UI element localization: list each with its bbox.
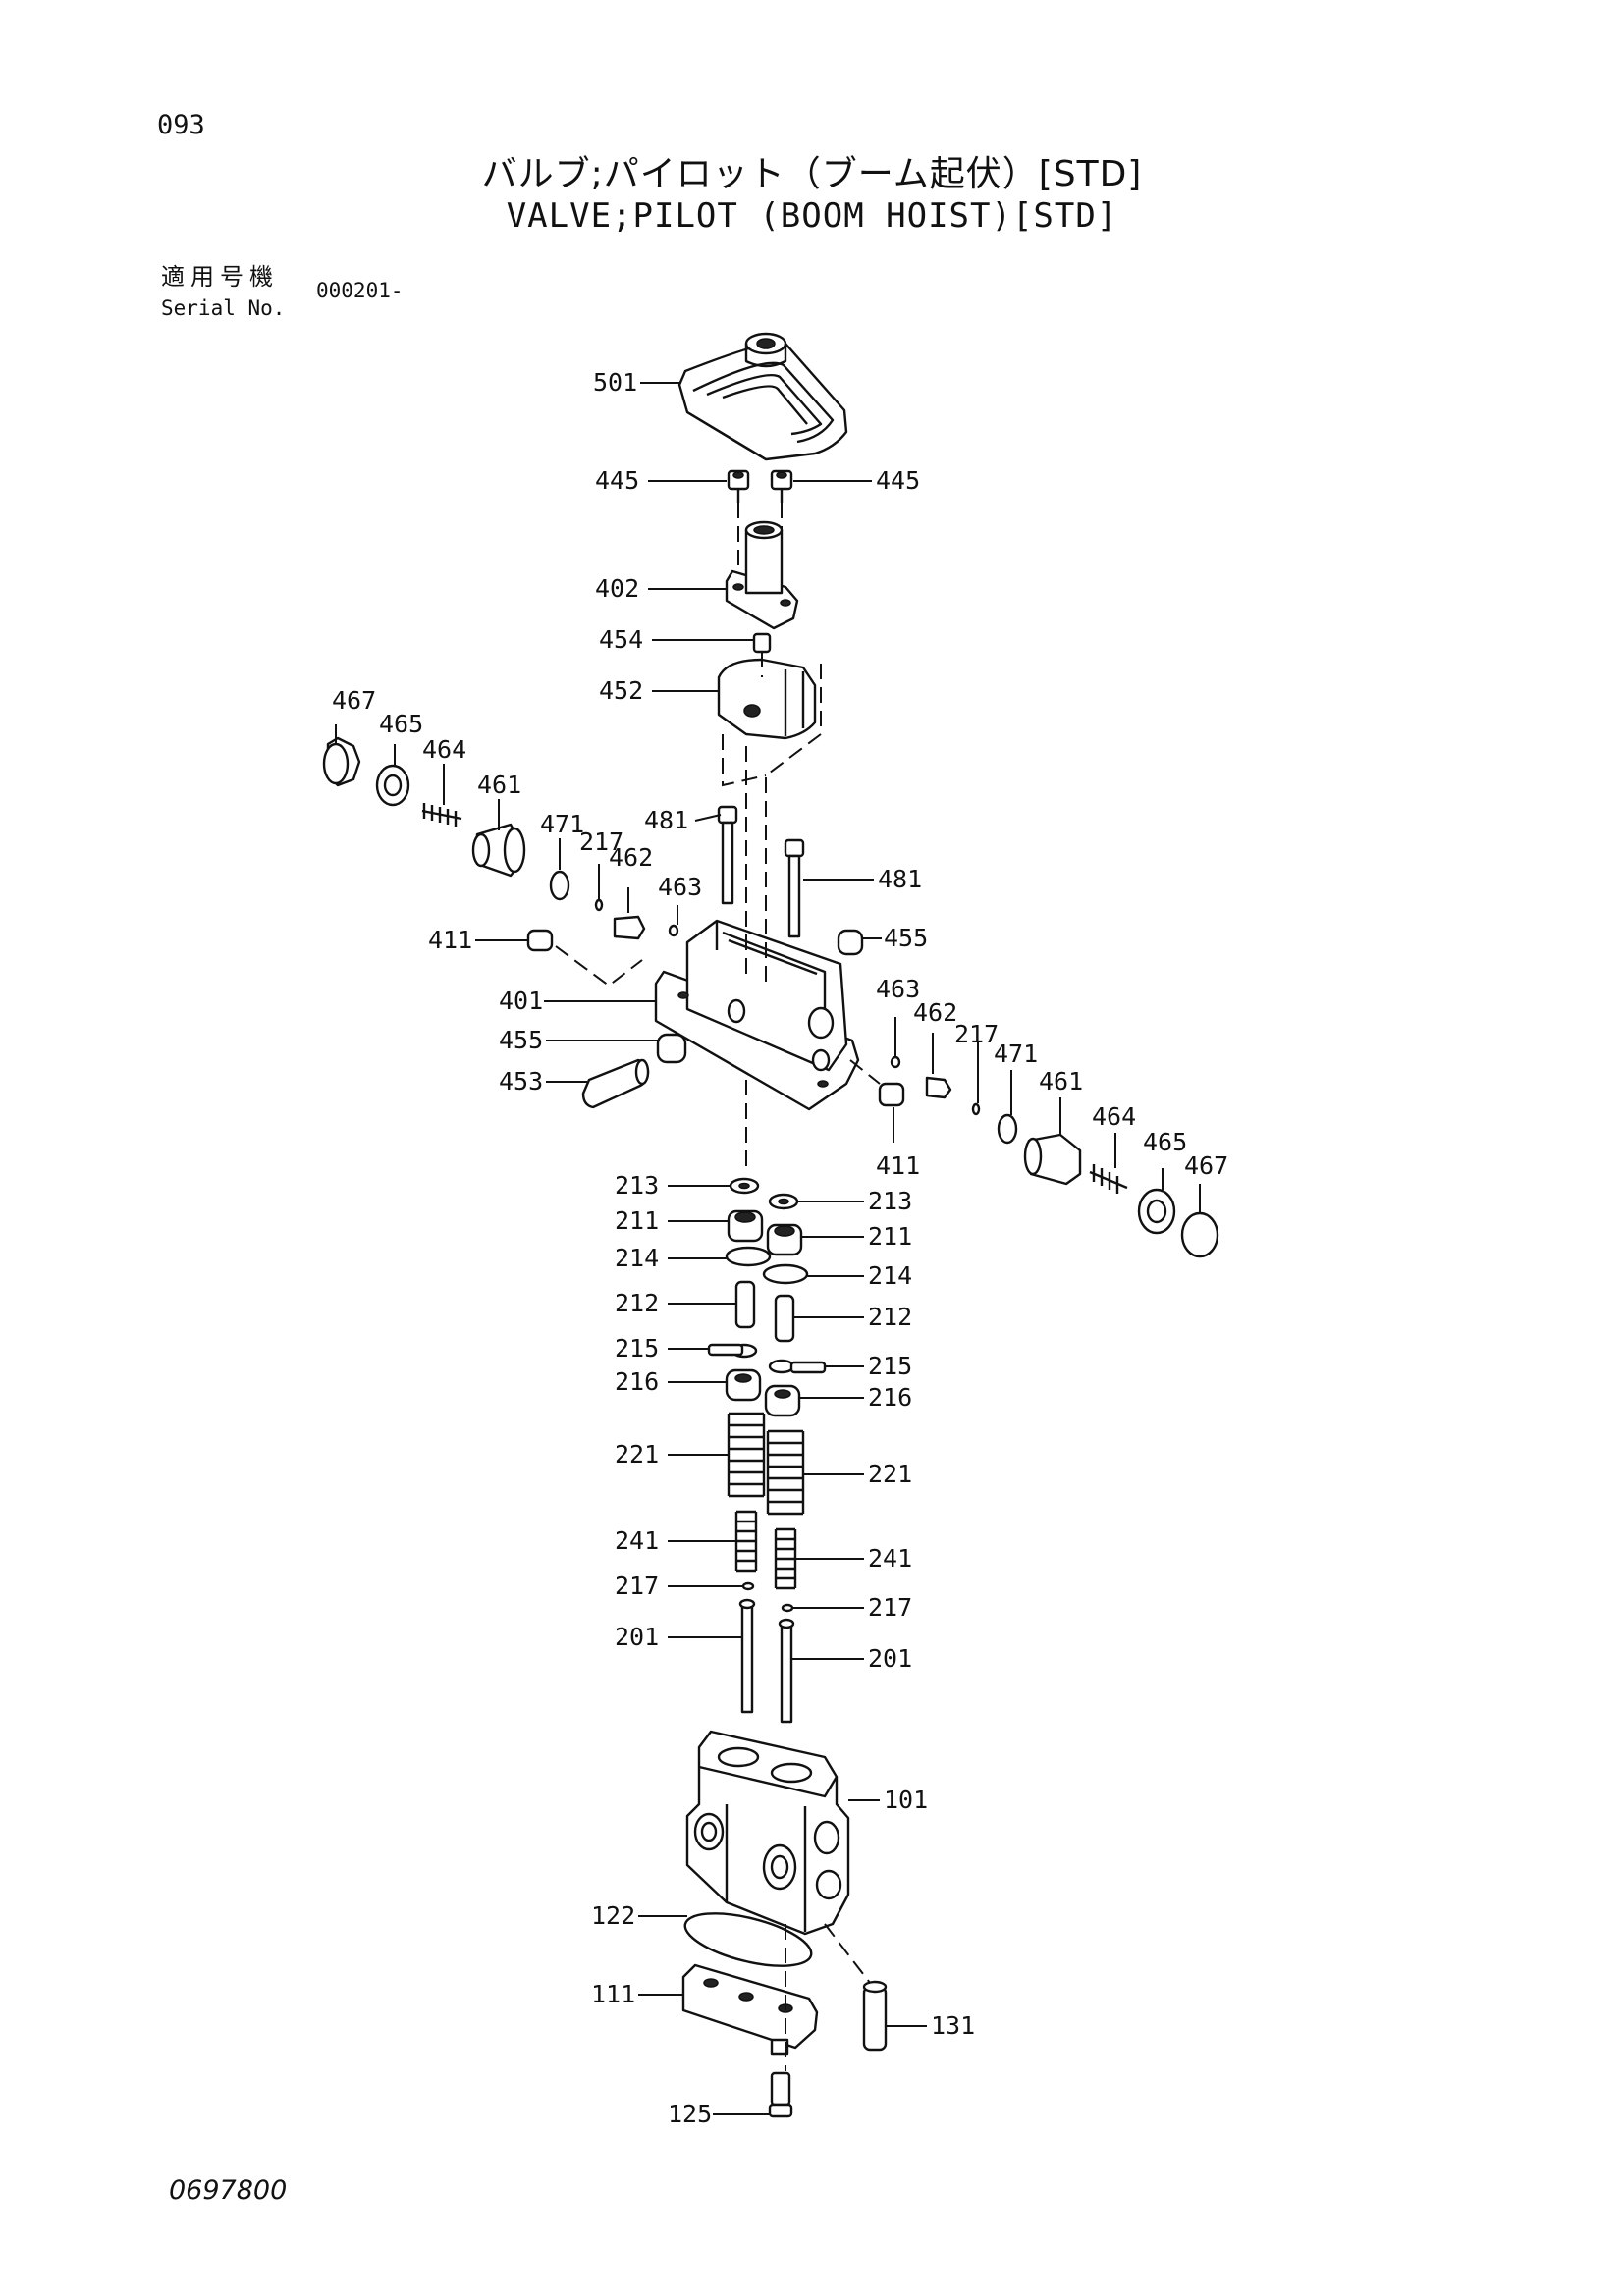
label-215-left: 215 (615, 1334, 659, 1362)
label-454: 454 (599, 625, 643, 654)
part-101-body (685, 1730, 850, 1936)
serial-number-value: 000201- (316, 279, 404, 302)
part-left-plunger-stack (707, 1177, 772, 1714)
label-201-right: 201 (868, 1644, 912, 1673)
part-401-casing (654, 919, 860, 1111)
part-411-plugs (526, 929, 905, 1107)
label-217-right: 217 (954, 1020, 999, 1048)
label-212-left: 212 (615, 1289, 659, 1317)
part-drawings (322, 332, 1219, 2118)
part-right-plunger-stack (762, 1193, 827, 1724)
label-111: 111 (591, 1980, 635, 2008)
label-467-right: 467 (1184, 1151, 1228, 1180)
page-number: 093 (157, 110, 205, 140)
label-101: 101 (884, 1786, 928, 1814)
label-125: 125 (668, 2100, 712, 2128)
label-217-left: 217 (579, 828, 623, 856)
label-453: 453 (499, 1067, 543, 1095)
label-462-right: 462 (913, 998, 957, 1027)
label-467-left: 467 (332, 686, 376, 715)
part-111-plate (681, 1963, 819, 2056)
part-481-bolts (717, 805, 805, 938)
label-241-right: 241 (868, 1544, 912, 1573)
label-213-right: 213 (868, 1187, 912, 1215)
label-455-left: 455 (499, 1026, 543, 1054)
label-471-left: 471 (540, 810, 584, 838)
label-465-left: 465 (379, 710, 423, 738)
label-221-right: 221 (868, 1460, 912, 1488)
part-right-port-stack (890, 1055, 1219, 1258)
label-481-right: 481 (878, 865, 922, 893)
part-445-bolts (727, 469, 793, 503)
label-201-left: 201 (615, 1623, 659, 1651)
label-462-left: 462 (609, 843, 653, 872)
label-212-right: 212 (868, 1303, 912, 1331)
label-221-left: 221 (615, 1440, 659, 1468)
callout-labels: 501 445 445 402 454 452 467 465 464 461 … (332, 368, 1228, 2128)
label-461-right: 461 (1039, 1067, 1083, 1095)
label-501: 501 (593, 368, 637, 397)
label-214-left: 214 (615, 1244, 659, 1272)
leader-lines (335, 382, 1201, 2115)
label-402: 402 (595, 574, 639, 603)
part-455-plugs (656, 929, 864, 1064)
label-411-right: 411 (876, 1151, 920, 1180)
part-501-boot (677, 332, 848, 461)
label-463-left: 463 (658, 873, 702, 901)
label-215-right: 215 (868, 1352, 912, 1380)
label-461-left: 461 (477, 771, 521, 799)
label-445-left: 445 (595, 466, 639, 495)
label-471-right: 471 (994, 1040, 1038, 1068)
label-464-right: 464 (1092, 1102, 1136, 1131)
part-452-cam (717, 658, 817, 740)
label-481-left: 481 (644, 806, 688, 834)
label-401: 401 (499, 987, 543, 1015)
label-411-left: 411 (428, 926, 472, 954)
part-125-plug (768, 2071, 793, 2118)
label-216-right: 216 (868, 1383, 912, 1412)
serial-label-english: Serial No. (161, 296, 286, 320)
serial-label-japanese: 適用号機 (161, 263, 279, 291)
document-code: 0697800 (169, 2175, 288, 2206)
label-217-col-left: 217 (615, 1572, 659, 1600)
label-217-col-right: 217 (868, 1593, 912, 1622)
label-213-left: 213 (615, 1171, 659, 1200)
label-211-right: 211 (868, 1222, 912, 1251)
part-left-port-stack (322, 736, 679, 940)
part-454-pin (752, 632, 772, 654)
label-445-right: 445 (876, 466, 920, 495)
label-241-left: 241 (615, 1526, 659, 1555)
title-english: VALVE;PILOT (BOOM HOIST)[STD] (506, 196, 1118, 236)
part-402-plate (725, 520, 799, 630)
label-131: 131 (931, 2011, 975, 2040)
label-211-left: 211 (615, 1206, 659, 1235)
label-455-right: 455 (884, 924, 928, 952)
label-464-left: 464 (422, 735, 466, 764)
part-131-pin (862, 1980, 888, 2052)
label-214-right: 214 (868, 1261, 912, 1290)
part-453-pin (581, 1058, 650, 1109)
part-122-oring (683, 1912, 813, 1967)
label-216-left: 216 (615, 1367, 659, 1396)
label-465-right: 465 (1143, 1128, 1187, 1156)
label-463-right: 463 (876, 975, 920, 1003)
label-122: 122 (591, 1901, 635, 1930)
label-452: 452 (599, 676, 643, 705)
title-japanese: バルブ;パイロット（ブーム起伏）[STD] (481, 154, 1143, 194)
